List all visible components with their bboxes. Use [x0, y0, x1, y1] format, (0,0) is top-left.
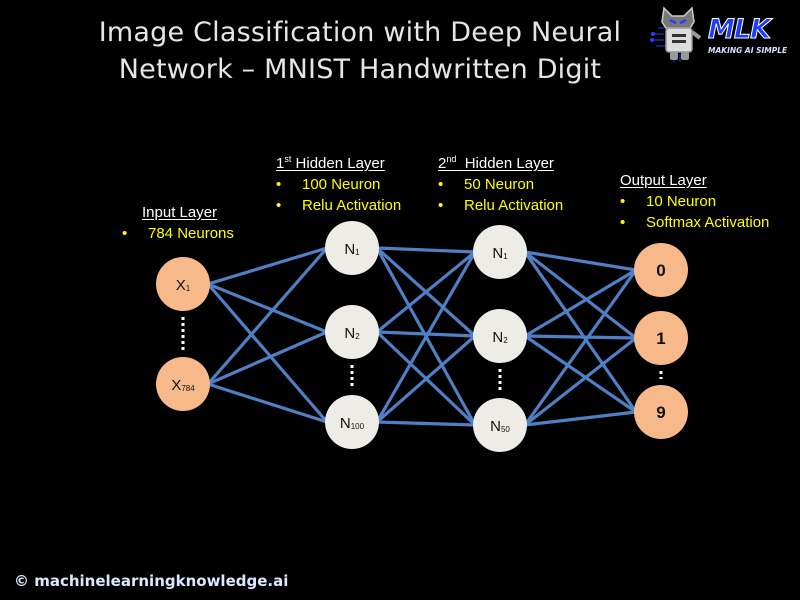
node-circle	[634, 243, 688, 297]
output-layer-title: Output Layer	[620, 172, 707, 189]
output-node-1: 1	[634, 311, 688, 365]
logo-tagline: MAKING AI SIMPLE	[708, 46, 788, 55]
edge-hidden2-1-to-output-0	[524, 268, 637, 338]
title-line-1: Image Classification with Deep Neural	[98, 17, 622, 48]
bullet-icon: •	[276, 176, 282, 193]
edge-hidden2-2-to-output-0	[523, 269, 638, 426]
hidden1-layer-label: 1st Hidden Layer •100 Neuron •Relu Activ…	[276, 149, 401, 216]
diagram-title: Image Classification with Deep Neural Ne…	[60, 14, 660, 88]
node-label: N2	[492, 329, 508, 346]
node-circle	[634, 385, 688, 439]
edge-hidden2-2-to-output-1	[524, 336, 637, 427]
copyright-footer: © machinelearningknowledge.ai	[14, 572, 289, 590]
input-node-0: X1	[156, 257, 210, 311]
hidden2-node-2: N50	[473, 398, 527, 452]
hidden2-node-0: N1	[473, 225, 527, 279]
edge-hidden2-1-to-output-2	[524, 334, 637, 414]
edge-hidden2-2-to-output-2	[524, 410, 637, 427]
node-label: N1	[344, 241, 360, 258]
node-circle	[473, 398, 527, 452]
bullet-icon: •	[620, 214, 626, 231]
edge-input-0-to-hidden1-1	[207, 282, 328, 334]
input-layer-title: Input Layer	[142, 204, 218, 221]
node-circle	[325, 221, 379, 275]
node-circle	[325, 395, 379, 449]
edge-input-1-to-hidden1-0	[206, 246, 329, 386]
hidden2-layer-label: 2nd Hidden Layer •50 Neuron •Relu Activa…	[438, 149, 563, 216]
hidden1-node-0: N1	[325, 221, 379, 275]
robot-mascot-icon	[650, 6, 702, 62]
edge-hidden2-1-to-output-1	[524, 334, 637, 340]
edge-input-1-to-hidden1-2	[207, 382, 328, 424]
node-circle	[473, 309, 527, 363]
node-circle	[634, 311, 688, 365]
hidden1-node-2: N100	[325, 395, 379, 449]
hidden2-node-1: N2	[473, 309, 527, 363]
hidden2-bullet-activation: •Relu Activation	[438, 197, 564, 214]
hidden2-bullet-neurons: •50 Neuron	[438, 176, 535, 193]
hidden1-bullet-activation: •Relu Activation	[276, 197, 402, 214]
output-bullet-neurons: •10 Neuron	[620, 193, 717, 210]
node-circle	[156, 357, 210, 411]
input-layer-bullet: •784 Neurons	[122, 225, 234, 242]
hidden2-layer-title: 2nd Hidden Layer	[438, 154, 554, 172]
bullet-icon: •	[438, 197, 444, 214]
hidden1-layer-title: 1st Hidden Layer	[276, 154, 385, 172]
bullet-icon: •	[620, 193, 626, 210]
bullet-icon: •	[438, 176, 444, 193]
node-label: X1	[176, 277, 191, 294]
hidden1-bullet-neurons: •100 Neuron	[276, 176, 381, 193]
node-label: 1	[656, 329, 665, 348]
edge-hidden1-2-to-hidden2-1	[375, 334, 477, 424]
edge-input-0-to-hidden1-2	[206, 282, 329, 424]
mlk-logo: MLK MAKING AI SIMPLE	[650, 4, 800, 64]
edge-hidden1-1-to-hidden2-0	[375, 250, 477, 334]
bullet-icon: •	[122, 225, 128, 242]
edge-input-0-to-hidden1-0	[207, 246, 328, 286]
bullet-icon: •	[276, 197, 282, 214]
edge-hidden2-0-to-output-2	[523, 251, 638, 413]
ellipsis-dots	[181, 317, 663, 392]
node-label: N100	[340, 415, 365, 432]
edge-hidden2-0-to-output-0	[524, 250, 637, 272]
node-label: N1	[492, 245, 508, 262]
edge-hidden1-2-to-hidden2-2	[376, 420, 476, 427]
node-circle	[473, 225, 527, 279]
output-layer-label: Output Layer •10 Neuron •Softmax Activat…	[620, 171, 769, 233]
node-circle	[156, 257, 210, 311]
node-label: N50	[490, 418, 510, 435]
node-label: 0	[656, 261, 665, 280]
edge-hidden1-2-to-hidden2-0	[375, 251, 477, 423]
hidden1-node-1: N2	[325, 305, 379, 359]
node-label: N2	[344, 325, 360, 342]
node-label: X784	[171, 377, 195, 394]
logo-text: MLK	[708, 14, 772, 46]
title-line-2: Network – MNIST Handwritten Digit	[118, 54, 602, 85]
node-circle	[325, 305, 379, 359]
output-bullet-activation: •Softmax Activation	[620, 214, 770, 231]
edge-hidden1-0-to-hidden2-0	[376, 246, 476, 254]
edge-input-1-to-hidden1-1	[207, 330, 328, 386]
input-layer-label: Input Layer •784 Neurons	[122, 203, 234, 244]
edge-hidden2-0-to-output-1	[524, 250, 637, 340]
edges	[206, 246, 638, 427]
output-node-0: 0	[634, 243, 688, 297]
node-label: 9	[656, 403, 665, 422]
input-node-1: X784	[156, 357, 210, 411]
output-node-2: 9	[634, 385, 688, 439]
